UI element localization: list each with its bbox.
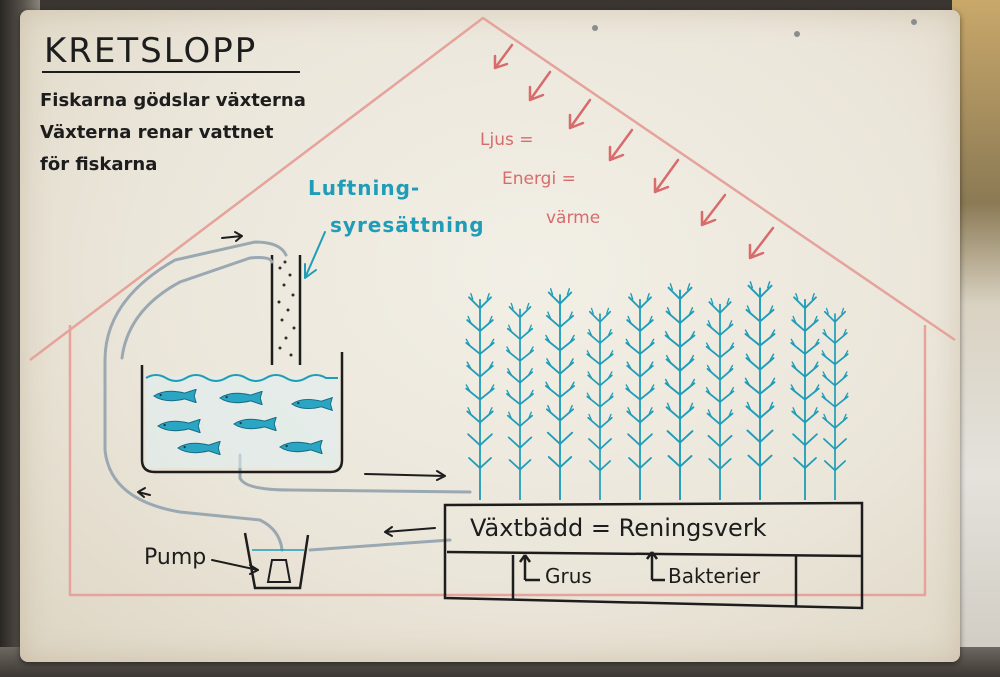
board-screws [592,19,917,37]
plant-icon [790,292,820,500]
plant-icon [586,307,614,500]
light-label-3: värme [546,208,600,228]
grow-bed-label: Växtbädd = Reningsverk [470,514,767,542]
plant-icon [505,302,535,500]
plant-icon [465,292,495,500]
flow-arrows [137,231,446,537]
pump [211,532,310,590]
light-label-1: Ljus = [480,130,533,150]
aeration-label-2: syresättning [330,213,485,237]
grow-bed [443,501,864,610]
plant-icon [705,297,735,500]
fish-tank [140,352,344,474]
intro-line-2: Växterna renar vattnet [40,122,274,143]
light-arrows [493,43,775,260]
plant-icon [625,292,655,500]
greenhouse-background [952,0,1000,677]
aeration-column [270,231,326,365]
water-pipes [103,240,472,552]
light-label-2: Energi = [502,169,576,189]
plant-icon [664,282,696,500]
plant-icon [544,287,576,500]
gravel-label: Grus [545,564,592,588]
plants [465,280,849,500]
plant-icon [744,280,776,500]
intro-line-3: för fiskarna [40,154,157,175]
board-title: KRETSLOPP [44,31,257,71]
plant-icon [821,307,849,500]
bacteria-label: Bakterier [668,564,761,588]
pump-label: Pump [144,545,206,570]
intro-line-1: Fiskarna gödslar växterna [40,90,306,111]
house-outline [29,16,956,597]
aeration-label-1: Luftning- [308,176,420,200]
